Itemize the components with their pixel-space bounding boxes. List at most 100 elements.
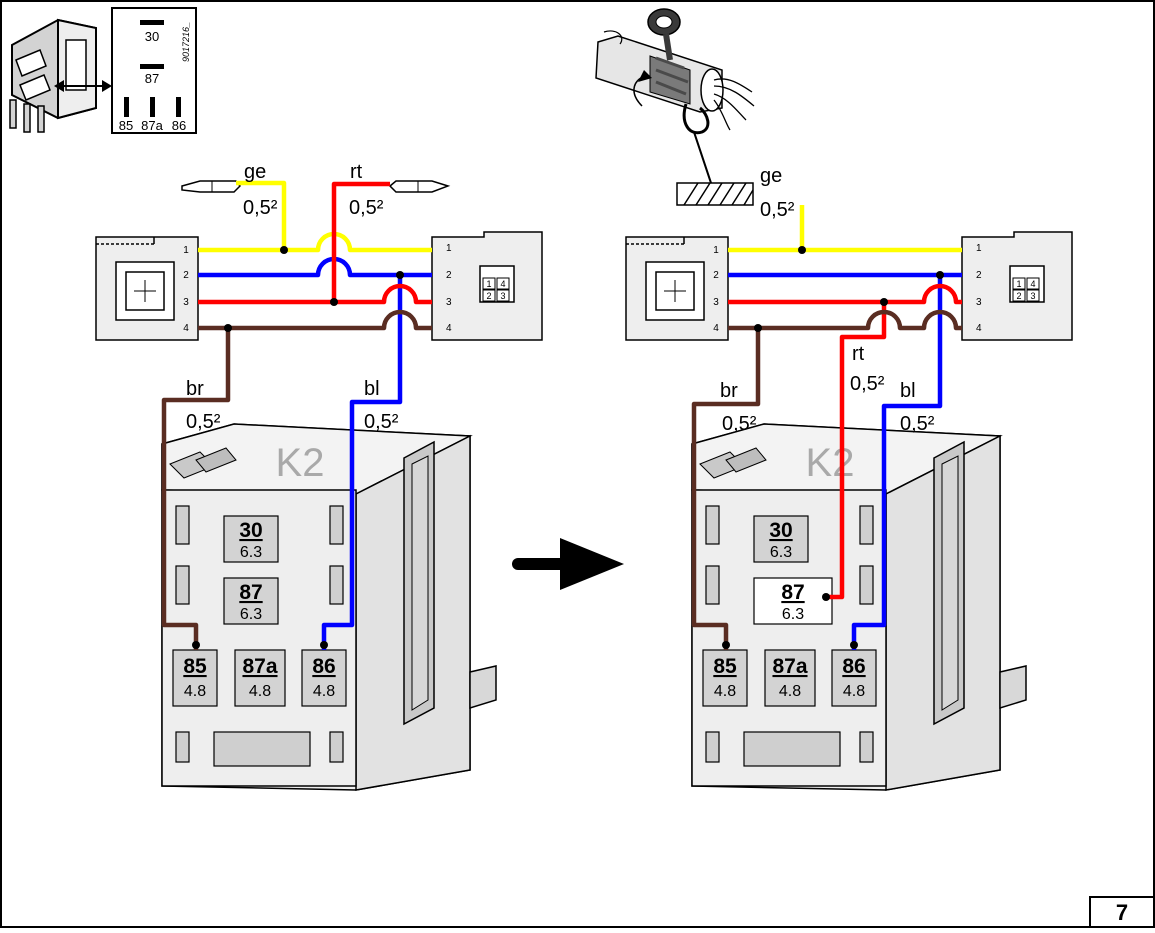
plug-cell-1: 1	[1016, 279, 1021, 289]
wire-gauge: 0,5²	[364, 411, 399, 433]
connector-right: 1 4 2 3 1 2 3 4	[431, 231, 543, 341]
pinout-85: 85	[119, 118, 133, 133]
terminal-30: 30 6.3	[223, 515, 279, 563]
terminal-size: 4.8	[843, 683, 865, 700]
plug-cell-2: 2	[486, 291, 491, 301]
pinout-30: 30	[145, 29, 159, 44]
pin-1: 1	[183, 245, 189, 256]
relay-pinout-box: 30 87 85 87a 86 9017216_	[111, 7, 197, 134]
tape-wrap-icon	[595, 8, 755, 187]
plug-cell-3: 3	[500, 291, 505, 301]
wire-red	[728, 283, 962, 600]
terminal-number: 30	[239, 519, 262, 542]
terminal-85: 85 4.8	[172, 649, 218, 707]
socket-label: K2	[806, 441, 855, 485]
wire-brown	[691, 309, 962, 650]
pin-4: 4	[446, 323, 452, 334]
pin-2: 2	[713, 270, 719, 281]
pinout-87a: 87a	[141, 118, 163, 133]
plug-cell-3: 3	[1030, 291, 1035, 301]
wire-gauge: 0,5²	[243, 197, 278, 219]
wire-brown	[161, 309, 432, 650]
wire-red	[198, 181, 432, 305]
terminal-87a: 87a 4.8	[764, 649, 816, 707]
plug-cell-2: 2	[1016, 291, 1021, 301]
wire-yellow	[728, 205, 962, 253]
wire-code: rt	[852, 343, 865, 365]
relay-icon	[9, 18, 97, 133]
terminal-87a: 87a 4.8	[234, 649, 286, 707]
pin-3: 3	[713, 297, 719, 308]
terminal-size: 4.8	[313, 683, 335, 700]
wire-gauge: 0,5²	[722, 413, 757, 435]
socket-label: K2	[276, 441, 325, 485]
terminal-85: 85 4.8	[702, 649, 748, 707]
wire-gauge: 0,5²	[760, 199, 795, 221]
wire-code: bl	[364, 378, 380, 400]
pin-2: 2	[183, 270, 189, 281]
terminal-size: 4.8	[779, 683, 801, 700]
pin-3: 3	[446, 297, 452, 308]
pinout-87: 87	[145, 71, 159, 86]
plug-cell-1: 1	[486, 279, 491, 289]
insulated-end-icon	[676, 182, 754, 206]
terminal-number: 30	[769, 519, 792, 542]
wire-blue	[728, 272, 962, 650]
terminal-size: 4.8	[714, 683, 736, 700]
connector-left: 1 2 3 4	[95, 236, 199, 341]
pin-1: 1	[446, 243, 452, 254]
pinout-86: 86	[172, 118, 186, 133]
pin-4: 4	[713, 323, 719, 334]
arrow-right-icon	[512, 538, 624, 590]
pin-3: 3	[183, 297, 189, 308]
plug-cell-4: 4	[500, 279, 505, 289]
terminal-number: 87	[239, 581, 262, 604]
pin-1: 1	[976, 243, 982, 254]
connector-right: 1 4 2 3 1 2 3 4	[961, 231, 1073, 341]
terminal-86: 86 4.8	[301, 649, 347, 707]
wire-gauge: 0,5²	[850, 373, 885, 395]
pin-4: 4	[976, 323, 982, 334]
terminal-number: 87a	[242, 655, 277, 678]
wire-gauge: 0,5²	[900, 413, 935, 435]
part-code: 9017216_	[181, 22, 191, 62]
wire-code: br	[720, 380, 738, 402]
pin-3: 3	[976, 297, 982, 308]
terminal-86: 86 4.8	[831, 649, 877, 707]
terminal-size: 6.3	[782, 606, 804, 623]
wire-code: ge	[760, 165, 782, 187]
pin-2: 2	[976, 270, 982, 281]
terminal-87-connected: 87 6.3	[753, 577, 833, 625]
terminal-87: 87 6.3	[223, 577, 279, 625]
wire-code: ge	[244, 161, 266, 183]
plug-cell-4: 4	[1030, 279, 1035, 289]
wire-gauge: 0,5²	[186, 411, 221, 433]
pin-1: 1	[713, 245, 719, 256]
terminal-number: 87	[781, 581, 804, 604]
page-number-box: 7	[1089, 896, 1155, 928]
wire-code: bl	[900, 380, 916, 402]
terminal-size: 4.8	[184, 683, 206, 700]
wire-gauge: 0,5²	[349, 197, 384, 219]
pin-2: 2	[446, 270, 452, 281]
terminal-size: 6.3	[770, 544, 792, 561]
terminal-size: 6.3	[240, 544, 262, 561]
terminal-30: 30 6.3	[753, 515, 809, 563]
wire-code: br	[186, 378, 204, 400]
terminal-number: 86	[842, 655, 865, 678]
double-arrow-icon	[54, 80, 112, 92]
relay-socket-k2: K2	[691, 423, 1027, 791]
page-number: 7	[1116, 900, 1128, 925]
terminal-size: 6.3	[240, 606, 262, 623]
relay-socket-k2: K2	[161, 423, 497, 791]
terminal-number: 87a	[772, 655, 807, 678]
pin-4: 4	[183, 323, 189, 334]
terminal-number: 86	[312, 655, 335, 678]
flat-terminal-icon	[181, 180, 242, 193]
terminal-size: 4.8	[249, 683, 271, 700]
wire-code: rt	[350, 161, 363, 183]
terminal-number: 85	[183, 655, 207, 678]
